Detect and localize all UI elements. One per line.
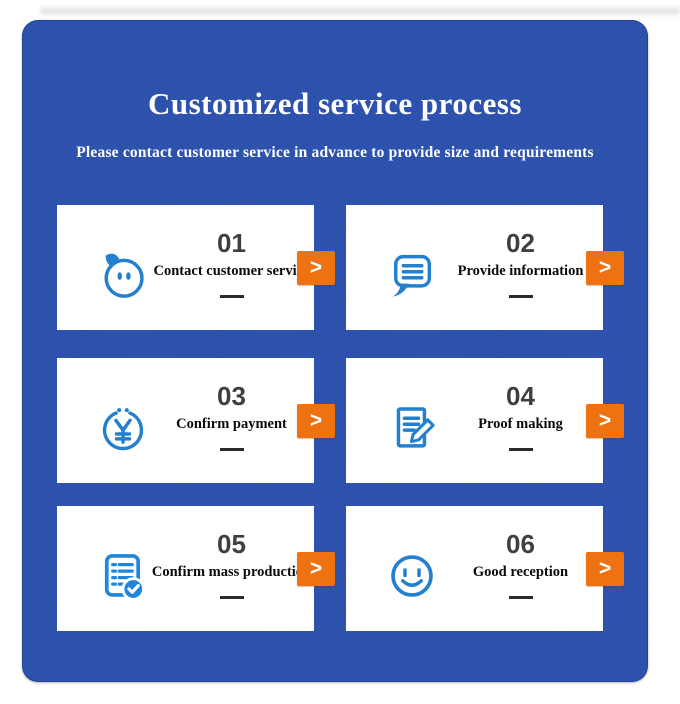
step-label: Confirm mass production	[151, 563, 312, 580]
checklist-check-icon	[97, 550, 149, 602]
step-number: 02	[506, 227, 535, 258]
dash-divider	[219, 447, 244, 451]
dash-divider	[508, 595, 533, 599]
step-card-3: 03 Confirm payment >	[57, 358, 335, 483]
yen-coin-icon	[97, 402, 149, 454]
step-card-5: 05 Confirm mass production >	[57, 506, 335, 631]
chat-face-icon	[97, 249, 149, 301]
step-card-4: 04 Proof making >	[346, 358, 624, 483]
step-label: Provide information	[457, 262, 584, 279]
step-number: 01	[217, 227, 246, 258]
next-arrow-button[interactable]: >	[586, 251, 624, 285]
next-arrow-button[interactable]: >	[297, 404, 335, 438]
page-subtitle: Please contact customer service in advan…	[76, 144, 594, 161]
next-arrow-button[interactable]: >	[297, 552, 335, 586]
next-arrow-button[interactable]: >	[586, 552, 624, 586]
page-title: Customized service process	[147, 86, 522, 121]
step-number: 03	[217, 380, 246, 411]
smiley-face-icon	[386, 550, 438, 602]
scan-artifact-line	[40, 8, 680, 14]
dash-divider	[508, 294, 533, 298]
dash-divider	[508, 447, 533, 451]
step-number: 06	[506, 528, 535, 559]
step-card-1: 01 Contact customer service >	[57, 205, 335, 330]
step-card-6: 06 Good reception >	[346, 506, 624, 631]
dash-divider	[219, 294, 244, 298]
step-number: 04	[506, 380, 535, 411]
next-arrow-button[interactable]: >	[586, 404, 624, 438]
step-number: 05	[217, 528, 246, 559]
step-label: Confirm payment	[176, 415, 287, 432]
step-card-2: 02 Provide information >	[346, 205, 624, 330]
step-label: Contact customer service	[153, 262, 310, 279]
next-arrow-button[interactable]: >	[297, 251, 335, 285]
dash-divider	[219, 595, 244, 599]
step-label: Good reception	[472, 563, 569, 580]
document-pencil-icon	[386, 402, 438, 454]
message-bubble-icon	[386, 249, 438, 301]
step-label: Proof making	[478, 415, 563, 432]
